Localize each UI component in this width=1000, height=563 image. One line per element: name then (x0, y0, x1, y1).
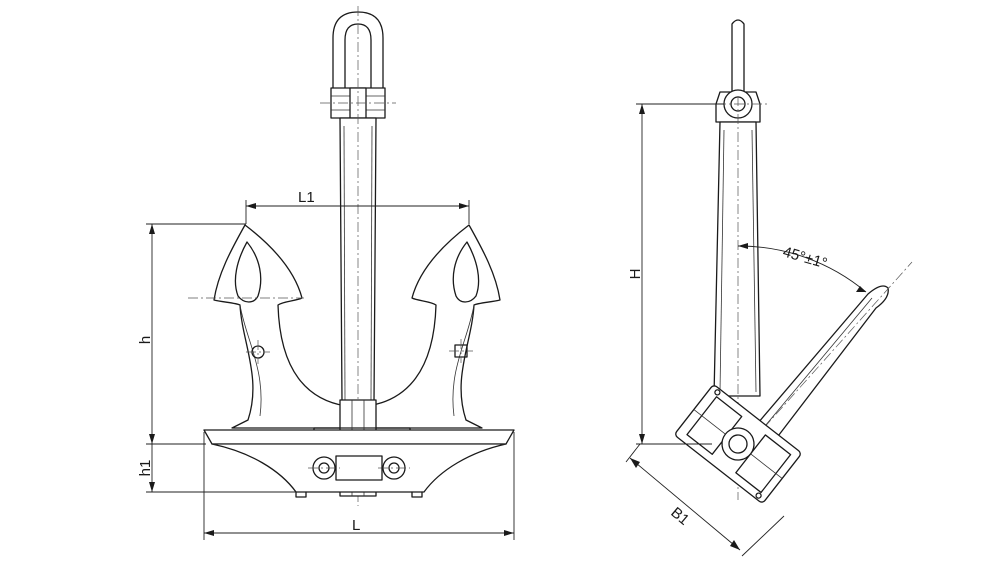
anchor-shank (339, 6, 377, 506)
dimension-l1: L1 (245, 189, 470, 224)
dimension-h: h (137, 223, 246, 445)
label-l1: L1 (298, 189, 315, 206)
front-view: L1 h h1 L (137, 6, 515, 540)
side-shackle (715, 19, 770, 123)
right-fluke (367, 224, 501, 429)
dimension-h1: h1 (137, 444, 296, 493)
left-fluke (188, 224, 347, 429)
label-l: L (352, 517, 360, 534)
anchor-base (203, 429, 515, 498)
label-angle: 45°±1° (781, 244, 829, 273)
side-view: H 45°±1° B1 (625, 19, 913, 557)
label-h: h (137, 336, 154, 344)
side-crown (675, 385, 801, 503)
label-h1: h1 (137, 460, 154, 477)
label-B1: B1 (667, 504, 692, 529)
dimension-l: L (203, 432, 515, 540)
side-fluke (727, 261, 913, 469)
dimension-H: H (627, 103, 724, 445)
side-shank (713, 96, 761, 500)
label-H: H (627, 269, 644, 280)
